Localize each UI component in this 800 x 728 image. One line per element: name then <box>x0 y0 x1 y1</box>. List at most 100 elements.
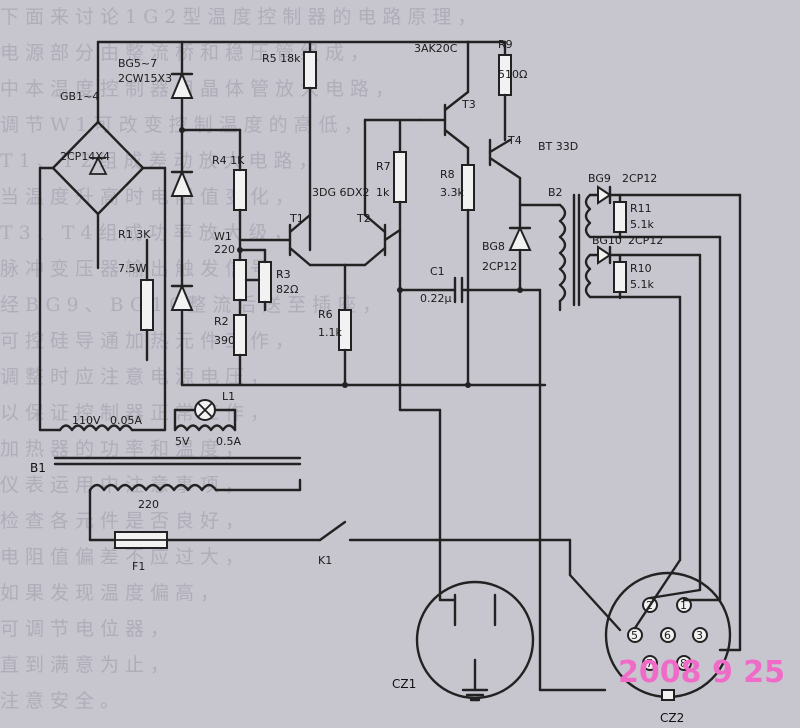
label-bg9-value: 2CP12 <box>622 172 657 185</box>
label-r7-value: 1k <box>376 186 390 199</box>
label-bg5-7-spec: 2CW15X3 <box>118 72 172 85</box>
background-text-line: 下面来讨论1G2型温度控制器的电路原理， <box>0 6 483 26</box>
resistor-r2 <box>233 314 247 356</box>
label-r6: R6 <box>318 308 333 321</box>
transformer-b1-primary <box>88 483 218 492</box>
background-text-line: T3、T4组成功率放大级， <box>0 222 299 242</box>
label-bg9: BG9 <box>588 172 611 185</box>
resistor-r7 <box>393 151 407 203</box>
bridge-rectifier-gb1 <box>38 78 167 432</box>
background-text-line: 当温度升高时电阻值变化， <box>0 186 301 206</box>
label-t1-t2-type: 3DG 6DX2 <box>312 186 370 199</box>
label-w1: W1 <box>214 230 232 243</box>
cz2-pin-3-label: 3 <box>696 629 703 642</box>
label-gb1-spec: 2CP14X4 <box>60 150 110 163</box>
background-text-line: 注意安全。 <box>0 690 126 710</box>
transistor-t1 <box>238 213 347 267</box>
label-t3: T3 <box>461 98 476 111</box>
date-stamp: 2008 9 25 <box>618 655 785 690</box>
label-5v: 5V <box>175 435 190 448</box>
cz2-pin-5-label: 5 <box>631 629 638 642</box>
label-0-5a: 0.5A <box>216 435 241 448</box>
junction-dot <box>517 287 523 293</box>
junction-dot <box>179 127 185 133</box>
label-r9-value: 510Ω <box>498 68 527 81</box>
diode-bg10 <box>597 245 612 265</box>
label-bg8: BG8 <box>482 240 505 253</box>
label-k1: K1 <box>318 554 332 567</box>
label-r4: R4 1K <box>212 154 245 167</box>
label-cz2: CZ2 <box>660 711 684 725</box>
cz2-pin-8-label: 8 <box>680 657 687 670</box>
socket-cz1 <box>415 580 535 702</box>
background-text-line: 直到满意为止， <box>0 654 176 674</box>
wire <box>383 228 402 242</box>
label-w1-value: 220 <box>214 243 235 256</box>
label-bg8-value: 2CP12 <box>482 260 517 273</box>
label-r3: R3 <box>276 268 291 281</box>
label-220: 220 <box>138 498 159 511</box>
resistor-r11 <box>613 201 627 233</box>
label-f1: F1 <box>132 560 145 573</box>
label-r10-value: 5.1k <box>630 278 654 291</box>
diode-bg8 <box>508 225 532 251</box>
label-bg10: BG10 <box>592 234 622 247</box>
label-r6-value: 1.1k <box>318 326 342 339</box>
wire <box>648 588 702 600</box>
label-b1: B1 <box>30 461 46 475</box>
label-r1-watt: 7.5W <box>118 262 146 275</box>
background-text-line: 检查各元件是否良好， <box>0 510 251 530</box>
wire <box>633 558 682 630</box>
label-r10: R10 <box>630 262 652 275</box>
background-text-line: 可调节电位器， <box>0 618 176 638</box>
transistor-t2 <box>343 118 387 267</box>
label-r2-value: 390 <box>214 334 235 347</box>
cz2-pin-1 <box>676 597 692 613</box>
junction-dot <box>465 382 471 388</box>
diode-bg9 <box>597 185 612 205</box>
label-b2: B2 <box>548 186 563 199</box>
cz2-pin-1-label: 1 <box>680 599 687 612</box>
transistor-t3 <box>418 40 470 150</box>
background-text-line: 如果发现温度偏高， <box>0 582 226 602</box>
label-r11-value: 5.1k <box>630 218 654 231</box>
cz2-pin-7-label: 7 <box>646 657 653 670</box>
transformer-b2-secondary-1 <box>584 193 592 239</box>
cz2-pin-6 <box>660 627 676 643</box>
background-text-line: 加热器的功率和温度， <box>0 438 251 458</box>
label-t1: T1 <box>289 212 304 225</box>
transformer-b2-primary <box>558 203 567 303</box>
label-bg10-value: 2CP12 <box>628 234 663 247</box>
label-r11: R11 <box>630 202 652 215</box>
transistor-t4 <box>488 138 522 207</box>
background-text-line: 电阻值偏差不应过大， <box>0 546 251 566</box>
background-text-line: T1、T2组成差动放大电路， <box>0 150 324 170</box>
transformer-b2-secondary-2 <box>584 253 592 299</box>
label-bt: BT 33D <box>538 140 578 153</box>
label-t4: T4 <box>507 134 522 147</box>
label-l1: L1 <box>222 390 235 403</box>
cz2-pin-3 <box>692 627 708 643</box>
label-gb1: GB1~4 <box>60 90 99 103</box>
cz2-pin-7 <box>642 655 658 671</box>
background-text-line: 经BG9、BG10整流后送至插座， <box>0 294 388 314</box>
zener-stack-bg5-7 <box>170 40 194 332</box>
label-cz1: CZ1 <box>392 677 416 691</box>
label-r9: R9 <box>498 38 513 51</box>
transformer-b1-secondary-110v <box>58 424 134 432</box>
transformer-b1-secondary-5v <box>173 424 237 432</box>
label-r8-value: 3.3k <box>440 186 464 199</box>
label-t2: T2 <box>356 212 371 225</box>
junction-dot <box>342 382 348 388</box>
cz2-pin-8 <box>676 655 692 671</box>
background-text-line: 调整时应注意电源电压， <box>0 366 276 386</box>
lamp-l1-cross <box>197 402 213 418</box>
resistor-r4 <box>233 169 247 211</box>
label-r8: R8 <box>440 168 455 181</box>
background-text-line: 电源部分由整流桥和稳压管组成， <box>0 42 376 62</box>
resistor-r1 <box>140 279 154 331</box>
switch-k1 <box>318 520 347 542</box>
wire <box>568 573 622 632</box>
label-110v: 110V <box>72 414 101 427</box>
